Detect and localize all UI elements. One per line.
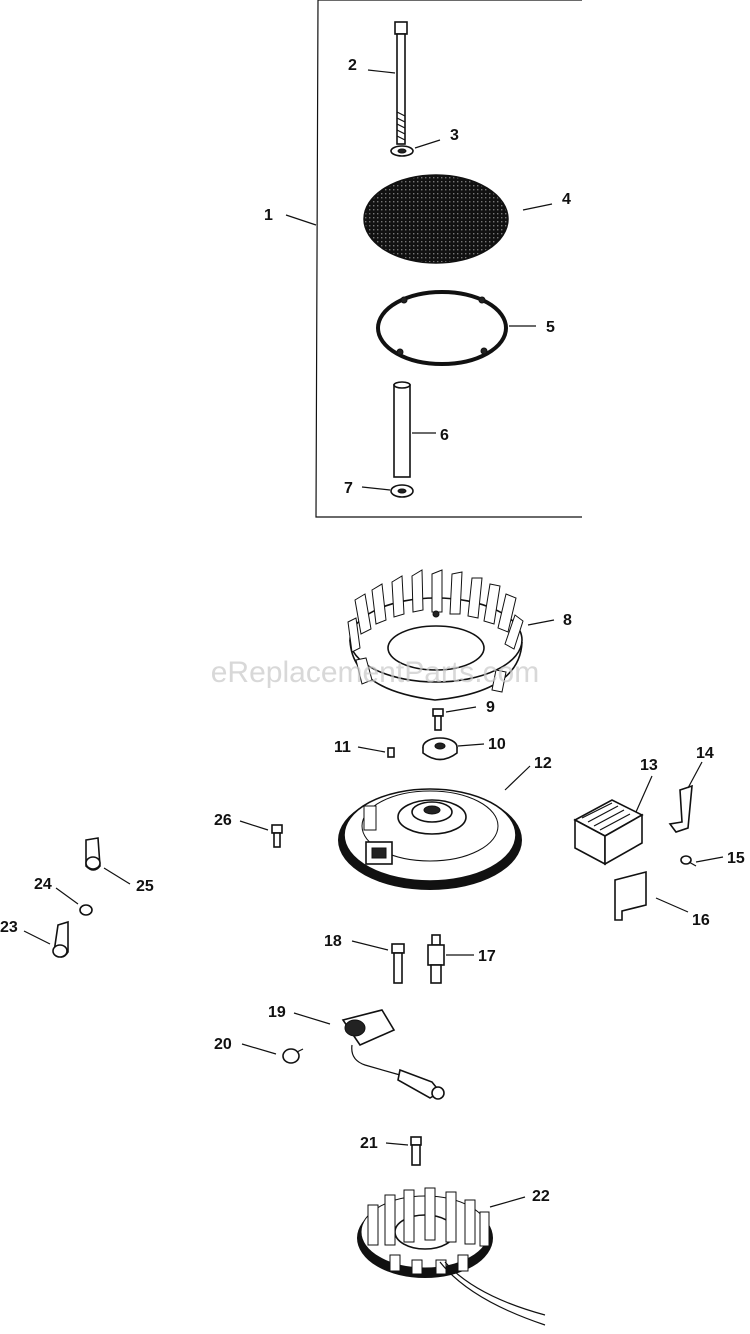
callout-8: 8 [563, 612, 572, 629]
part-20-screw [282, 1048, 304, 1064]
part-16-plate [614, 870, 647, 921]
part-25-clip [85, 837, 101, 871]
callout-22: 22 [532, 1188, 550, 1205]
part-11-key [387, 747, 395, 758]
callout-labels: 1 2 3 4 5 6 7 8 9 10 11 12 13 14 15 16 1… [0, 57, 745, 1205]
part-12-flywheel [338, 788, 522, 890]
part-26-screw [271, 824, 283, 848]
callout-2: 2 [348, 57, 357, 74]
callout-14: 14 [696, 745, 714, 762]
callout-16: 16 [692, 912, 710, 929]
part-6-spacer-tube [393, 381, 411, 478]
callout-17: 17 [478, 948, 496, 965]
part-9-screw [432, 708, 444, 731]
part-3-washer [390, 145, 414, 157]
watermark: eReplacementParts.com [211, 656, 539, 689]
callout-5: 5 [546, 319, 555, 336]
part-18-bolt [391, 943, 405, 984]
callout-18: 18 [324, 933, 342, 950]
callout-23: 23 [0, 919, 18, 936]
part-17-spark-plug [427, 934, 445, 984]
callout-26: 26 [214, 812, 232, 829]
part-22-stator [357, 1187, 546, 1326]
callout-10: 10 [488, 736, 506, 753]
callout-15: 15 [727, 850, 745, 867]
part-8-fan [347, 569, 524, 701]
part-15-screw [680, 855, 697, 867]
part-7-washer [390, 484, 414, 498]
callout-9: 9 [486, 699, 495, 716]
part-10-spacer [422, 737, 458, 761]
part-5-retainer-ring [376, 290, 508, 366]
part-13-regulator [573, 799, 644, 866]
part-21-bolt [410, 1136, 422, 1166]
callout-24: 24 [34, 876, 52, 893]
callout-21: 21 [360, 1135, 378, 1152]
callout-20: 20 [214, 1036, 232, 1053]
part-23-clip [52, 920, 69, 958]
callout-7: 7 [344, 480, 353, 497]
callout-25: 25 [136, 878, 154, 895]
part-19-ignition-module [341, 1009, 445, 1100]
callout-1: 1 [264, 207, 273, 224]
leader-lines [23, 69, 724, 1208]
callout-13: 13 [640, 757, 658, 774]
callout-11: 11 [334, 739, 351, 756]
part-14-bracket [668, 784, 693, 833]
callout-3: 3 [450, 127, 459, 144]
callout-19: 19 [268, 1004, 286, 1021]
part-2-bolt [394, 21, 408, 145]
part-24-nut [79, 904, 93, 916]
callout-6: 6 [440, 427, 449, 444]
kit-bracket [315, 0, 582, 518]
callout-12: 12 [534, 755, 552, 772]
part-4-screen [363, 174, 509, 264]
callout-4: 4 [562, 191, 571, 208]
